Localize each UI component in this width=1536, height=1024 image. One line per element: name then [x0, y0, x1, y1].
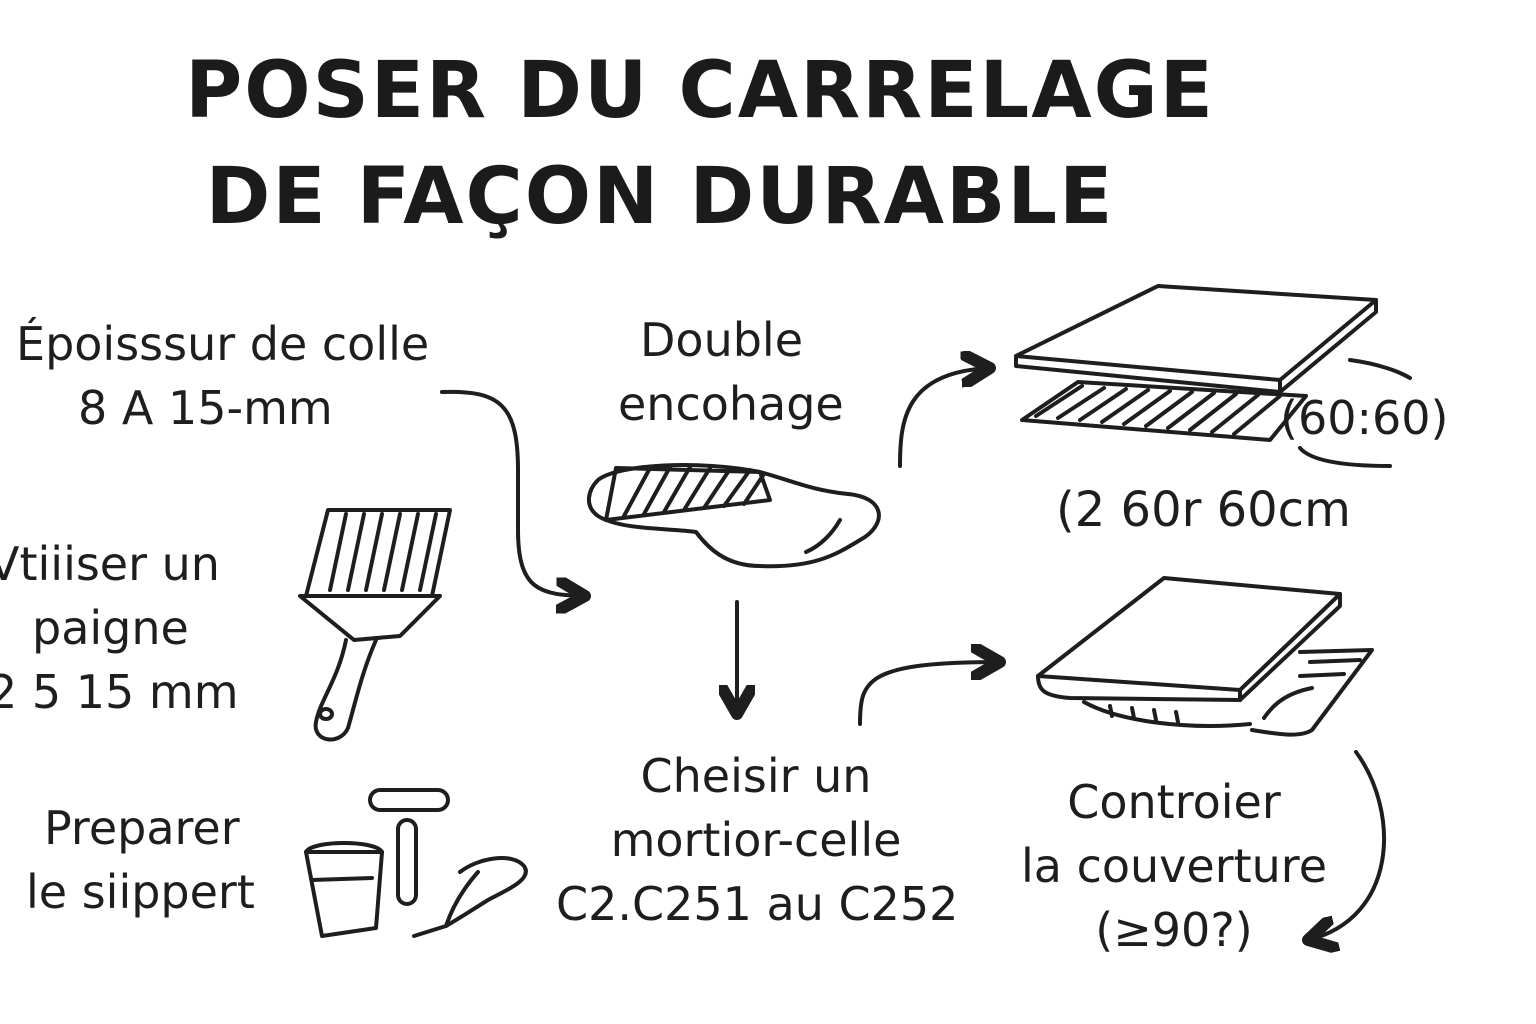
comb-text-3: 2 5 15 mm [0, 665, 239, 719]
tile-size-text: (2 60r 60cm [1056, 482, 1351, 538]
prepare-text-1: Preparer [44, 801, 240, 855]
tile-coverage-icon [1038, 578, 1372, 735]
check-step: Controier la couverture (≥90?) [1004, 770, 1344, 962]
choose-text-2: mortior-celle [610, 813, 902, 867]
arrow-curve-to-coverage [1308, 752, 1384, 940]
large-tile-icon [1016, 286, 1410, 466]
comb-step: Vtiiiser un paigne 2 5 15 mm [0, 532, 239, 724]
arrow-choose-to-tile-check [860, 662, 1000, 724]
prepare-step: Preparer le siippert [26, 796, 255, 924]
choose-step: Cheisir un mortior-celle C2.C251 au C252 [556, 744, 959, 936]
check-text-1: Controier [1067, 775, 1281, 829]
arrow-thickness-to-mortar [442, 392, 585, 596]
comb-text-2: paigne [32, 601, 189, 655]
thickness-text-2: 8 A 15-mm [78, 381, 333, 435]
thickness-text-1: Épois‍ssur de colle [16, 317, 430, 371]
mortar-blob-icon [589, 465, 879, 566]
choose-text-1: Cheisir un [640, 749, 872, 803]
check-text-2: la couverture [1020, 839, 1327, 893]
title-line-2: DE FAÇON DURABLE [205, 152, 1115, 242]
comb-text-1: Vtiiiser un [0, 537, 220, 591]
tile-size-side-text: (60:60) [1280, 391, 1449, 445]
bucket-roller-trowel-icon [306, 790, 526, 936]
notched-trowel-brush-icon [300, 510, 450, 739]
thickness-step: Épois‍ssur de colle 8 A 15-mm [16, 312, 429, 440]
title-line-1: POSER DU CARRELAGE [185, 46, 1215, 136]
check-text-3: (≥90?) [1095, 903, 1253, 957]
choose-text-3: C2.C251 au C252 [556, 877, 959, 931]
prepare-text-2: le siippert [26, 865, 255, 919]
double-text-1: Double [640, 313, 803, 367]
double-step: Double encohage [618, 308, 844, 436]
double-text-2: encohage [618, 377, 844, 431]
arrow-mortar-to-tile [900, 368, 990, 466]
